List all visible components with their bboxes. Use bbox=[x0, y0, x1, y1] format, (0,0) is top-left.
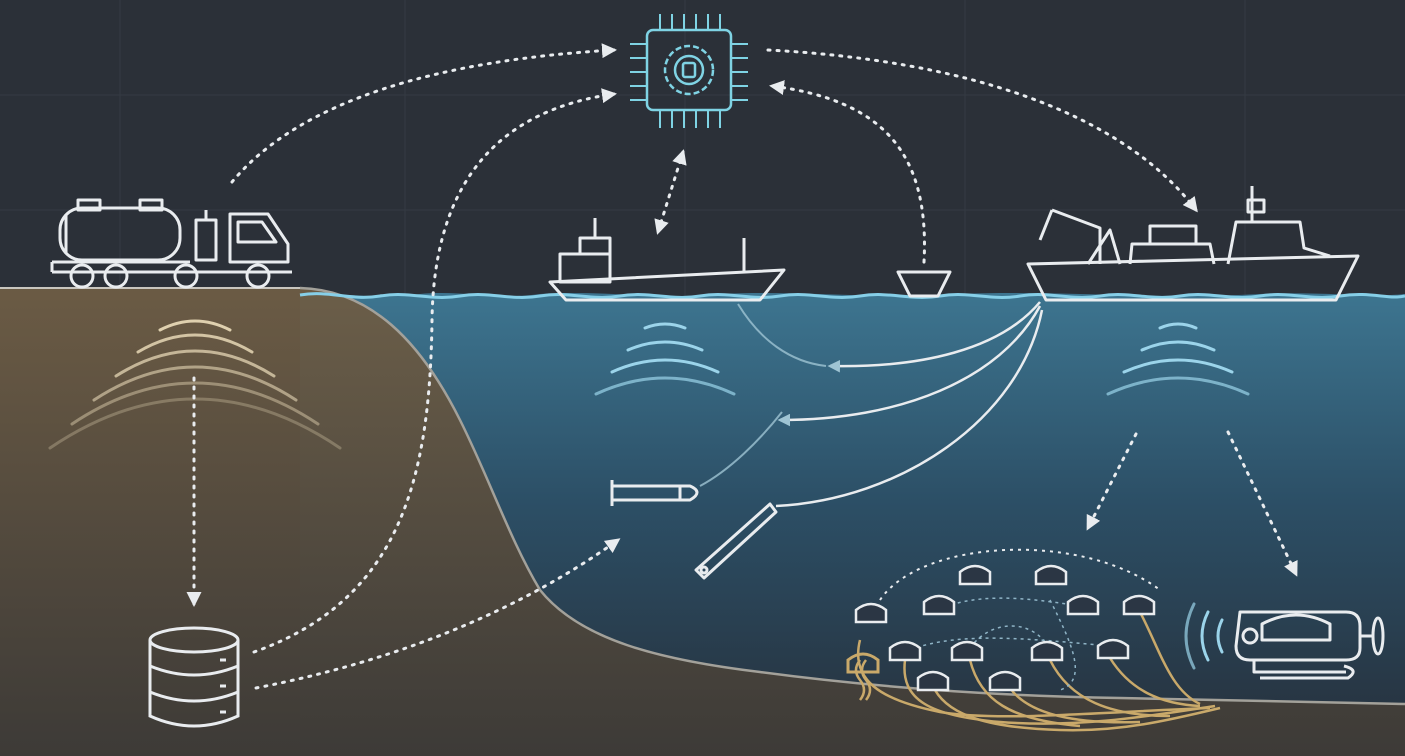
research-ship-icon bbox=[1026, 186, 1360, 302]
land-sonar-waves bbox=[48, 319, 342, 450]
arrow-ship-to-rov bbox=[1226, 430, 1298, 577]
land-mass bbox=[0, 288, 1405, 756]
auv-torpedo-icon bbox=[610, 480, 699, 506]
rov-submersible-icon bbox=[1234, 610, 1385, 680]
arrow-buoy-to-chip bbox=[769, 80, 926, 264]
survey-vessel-icon bbox=[548, 218, 786, 302]
tow-cables bbox=[775, 301, 1044, 508]
node-anchor-highlight bbox=[846, 652, 880, 674]
vessel-sonar-waves-right bbox=[1106, 322, 1250, 396]
sea-surface-waves bbox=[299, 292, 1405, 299]
database-icon bbox=[148, 626, 240, 728]
data-flow-arrows bbox=[186, 43, 1298, 690]
ocean-bottom-node-array-icon bbox=[846, 548, 1221, 732]
arrow-truck-to-chip bbox=[230, 43, 617, 184]
node-cable-coils bbox=[854, 659, 872, 701]
processor-chip-icon bbox=[630, 14, 748, 128]
acoustic-links bbox=[699, 303, 827, 487]
seismic-nodes bbox=[854, 564, 1156, 692]
rov-sonar-waves bbox=[1184, 602, 1224, 670]
tanker-truck-icon bbox=[50, 198, 292, 289]
arrow-ship-to-node-array bbox=[1086, 432, 1138, 531]
arrow-chip-to-research-ship bbox=[766, 48, 1198, 213]
node-network-arc bbox=[879, 548, 1161, 601]
arrow-database-to-auv bbox=[254, 538, 621, 690]
seabed-line bbox=[299, 286, 1405, 706]
vessel-sonar-waves-left bbox=[594, 322, 736, 396]
towed-streamer-icon bbox=[694, 502, 778, 580]
arrow-database-to-chip bbox=[252, 88, 617, 654]
buoy-icon bbox=[896, 270, 952, 298]
